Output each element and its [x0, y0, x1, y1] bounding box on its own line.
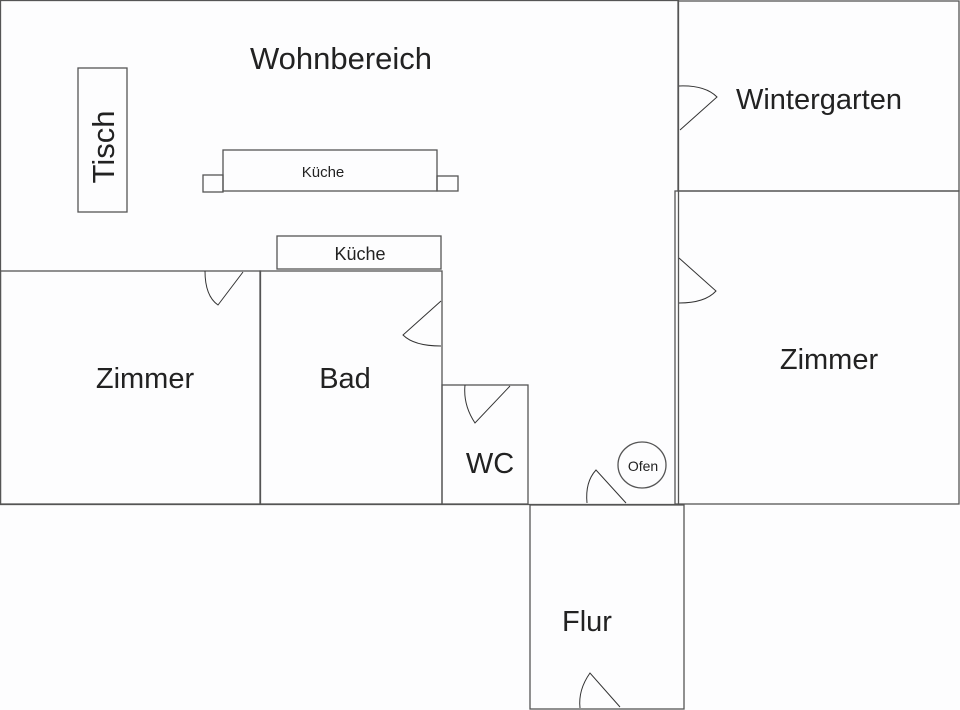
- ofen-stove: [617, 441, 667, 489]
- furniture-label-ofen: Ofen: [628, 458, 658, 474]
- room-label-zimmer-right: Zimmer: [780, 344, 879, 376]
- door-wintergarten-icon: [678, 85, 718, 131]
- flur-room: [529, 504, 685, 710]
- wc-room: [441, 384, 529, 505]
- room-label-flur: Flur: [562, 606, 612, 638]
- door-bad-icon: [402, 300, 442, 347]
- room-label-zimmer-left: Zimmer: [96, 363, 195, 395]
- zimmer-right-room: [674, 190, 960, 505]
- room-label-wintergarten: Wintergarten: [736, 84, 902, 116]
- kueche-upper-furniture: [222, 149, 438, 192]
- room-label-bad: Bad: [319, 363, 371, 395]
- door-wc-icon: [464, 384, 511, 424]
- room-label-wohnbereich: Wohnbereich: [250, 41, 432, 76]
- room-label-wc: WC: [466, 448, 514, 480]
- furniture-label-kueche-lower: Küche: [334, 244, 385, 264]
- furniture-label-kueche-upper: Küche: [302, 164, 345, 181]
- tisch-furniture: [77, 67, 128, 213]
- furniture-label-tisch: Tisch: [86, 111, 121, 184]
- kueche-side-block-left: [202, 174, 224, 193]
- door-wohnbereich-icon: [586, 469, 627, 504]
- door-flur-entrance-icon: [579, 672, 621, 709]
- door-zimmer-right-icon: [678, 257, 717, 304]
- door-zimmer-left-icon: [204, 270, 244, 306]
- kueche-side-block-right: [436, 175, 459, 192]
- kueche-lower-furniture: [276, 235, 442, 270]
